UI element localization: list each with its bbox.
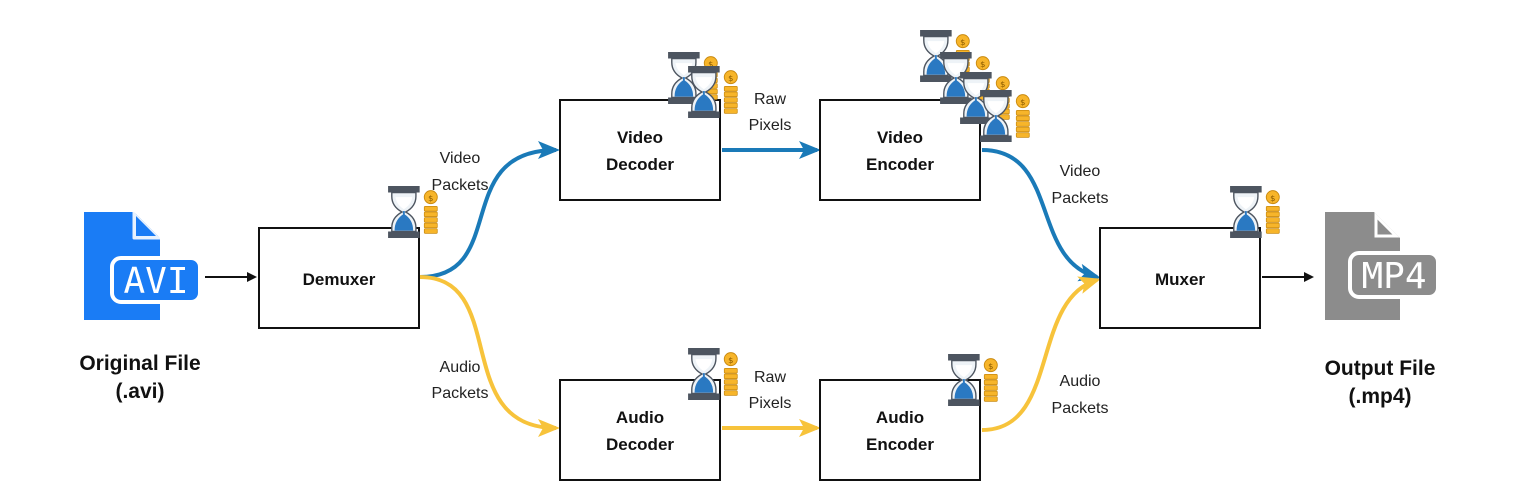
- audio-decoder-label-line1: Audio: [616, 408, 664, 427]
- video-encoder-box: Video Encoder: [819, 99, 981, 201]
- input-file-caption-line1: Original File: [79, 352, 200, 375]
- video-mux-label-line2: Packets: [1052, 190, 1109, 207]
- demuxer-cost-hourglass-coins-icon: [387, 186, 438, 238]
- video-raw-label-line2: Pixels: [749, 117, 792, 134]
- audio-encoder-label-line1: Audio: [876, 408, 924, 427]
- video-decoder-label-line2: Decoder: [606, 155, 674, 174]
- audio-decoder-cost-hourglass-coins-icon: [687, 348, 738, 400]
- mp4-file-icon: MP4: [1325, 212, 1440, 320]
- output-file-caption-line1: Output File: [1325, 357, 1436, 380]
- input-file-caption-line2: (.avi): [115, 380, 164, 403]
- demux-video-label-line1: Video: [440, 150, 481, 167]
- video-mux-label-line1: Video: [1060, 163, 1101, 180]
- video-encoder-label-line2: Encoder: [866, 155, 934, 174]
- demuxer-to-video-decoder-path: [419, 141, 560, 279]
- audio-mux-label-line1: Audio: [1060, 373, 1101, 390]
- demux-audio-label-line2: Packets: [432, 385, 489, 402]
- audio-encoder-to-muxer-path: [981, 276, 1101, 432]
- audio-decoder-label-line2: Decoder: [606, 435, 674, 454]
- audio-mux-label-line2: Packets: [1052, 400, 1109, 417]
- video-raw-label-line1: Raw: [754, 91, 786, 108]
- audio-encoder-label-line2: Encoder: [866, 435, 934, 454]
- mp4-badge-text: MP4: [1361, 256, 1426, 297]
- audio-raw-label-line1: Raw: [754, 369, 786, 386]
- demux-video-label-line2: Packets: [432, 177, 489, 194]
- video-encoder-to-muxer-path: [981, 148, 1101, 282]
- demuxer-label: Demuxer: [303, 270, 376, 289]
- demux-audio-label-line1: Audio: [440, 359, 481, 376]
- muxer-box: Muxer: [1099, 227, 1261, 329]
- demuxer-to-audio-decoder-path: [419, 275, 560, 437]
- avi-file-icon: AVI: [84, 212, 202, 320]
- output-file-caption-line2: (.mp4): [1349, 385, 1412, 408]
- audio-raw-label-line2: Pixels: [749, 395, 792, 412]
- video-encoder-label-line1: Video: [877, 128, 923, 147]
- avi-badge-text: AVI: [123, 261, 188, 302]
- muxer-label: Muxer: [1155, 270, 1205, 289]
- muxer-cost-hourglass-coins-icon: [1229, 186, 1280, 238]
- video-decoder-label-line1: Video: [617, 128, 663, 147]
- demuxer-box: Demuxer: [258, 227, 420, 329]
